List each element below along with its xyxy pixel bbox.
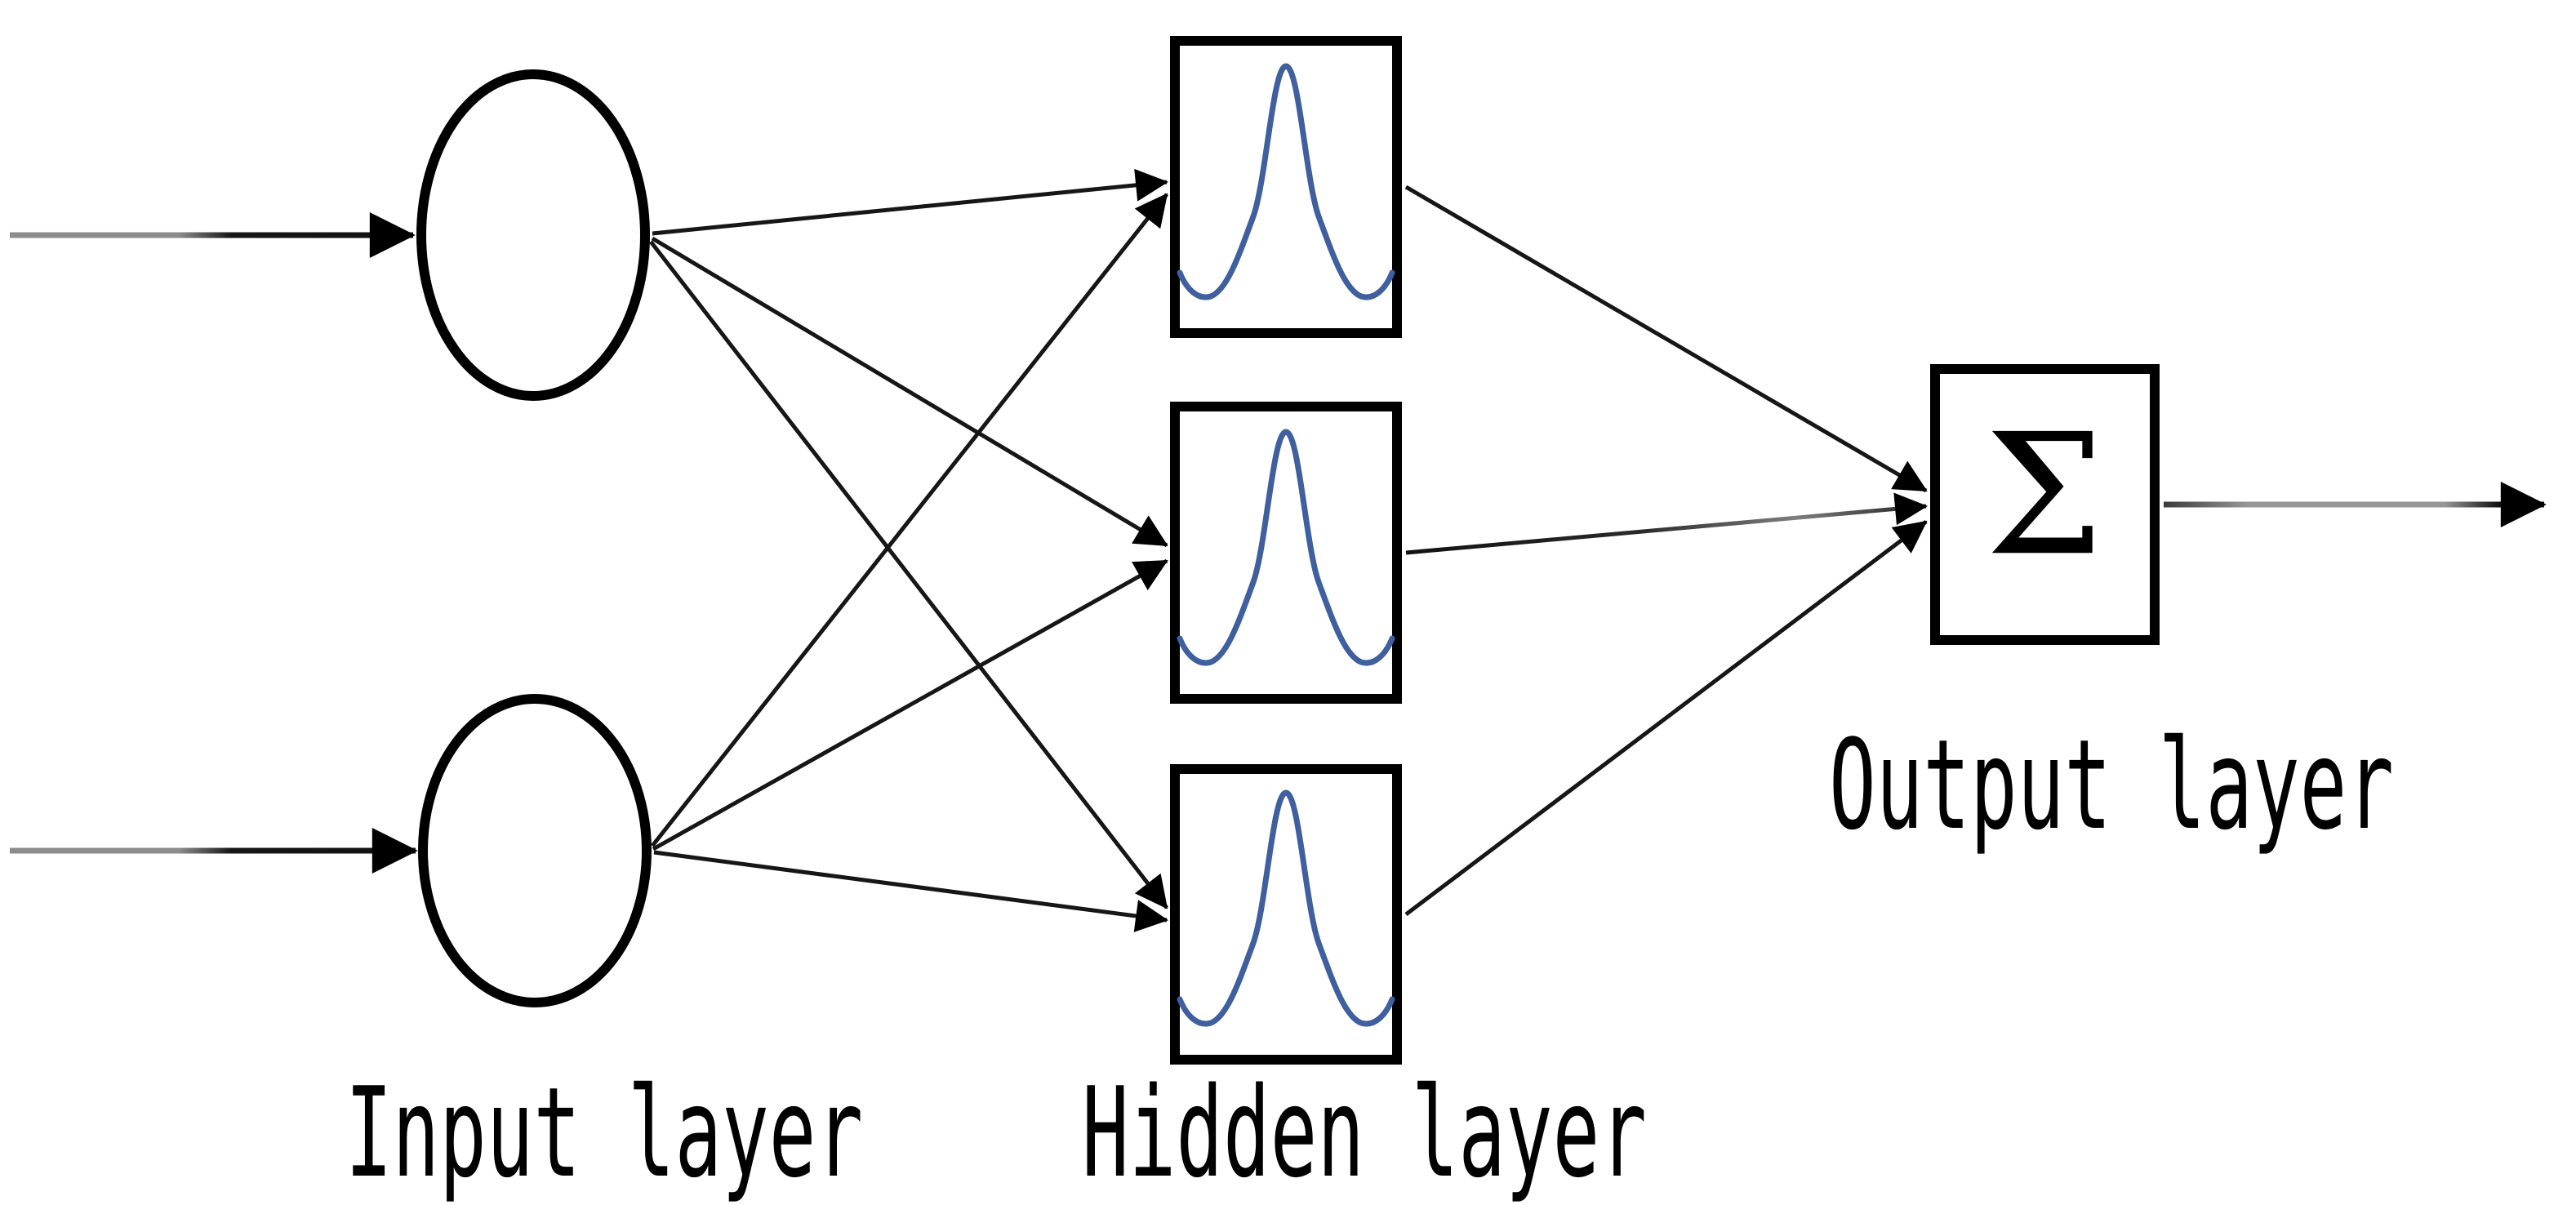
- edge-h2-out: [1405, 492, 1928, 555]
- hidden-layer-label: Hidden layer: [1082, 1060, 1647, 1205]
- edge-in1-h3: [649, 240, 1168, 909]
- input-layer-nodes: [416, 69, 652, 1007]
- hidden-to-output-edges: [1404, 185, 1928, 916]
- input-to-hidden-edges: [649, 168, 1168, 932]
- input-arrows: [10, 212, 418, 874]
- input-node-2: [418, 694, 652, 1007]
- hidden-node-1: [1170, 36, 1402, 338]
- output-node: [1930, 364, 2160, 645]
- edge-in2-h1: [651, 193, 1168, 847]
- input-layer-label: Input layer: [345, 1060, 864, 1205]
- hidden-node-3: [1170, 764, 1402, 1065]
- edge-in2-h3: [653, 850, 1168, 932]
- edge-h3-out: [1404, 520, 1928, 916]
- edge-in1-h1: [652, 168, 1168, 236]
- edge-h1-out: [1404, 185, 1928, 493]
- edge-in1-h2: [651, 236, 1168, 548]
- input-node-1: [416, 69, 650, 401]
- summation-sigma-icon: Σ: [1985, 398, 2104, 594]
- hidden-layer-nodes: [1170, 36, 1402, 1065]
- edge-in2-h2: [652, 558, 1168, 852]
- hidden-node-2: [1170, 402, 1402, 704]
- output-layer-label: Output layer: [1829, 713, 2394, 857]
